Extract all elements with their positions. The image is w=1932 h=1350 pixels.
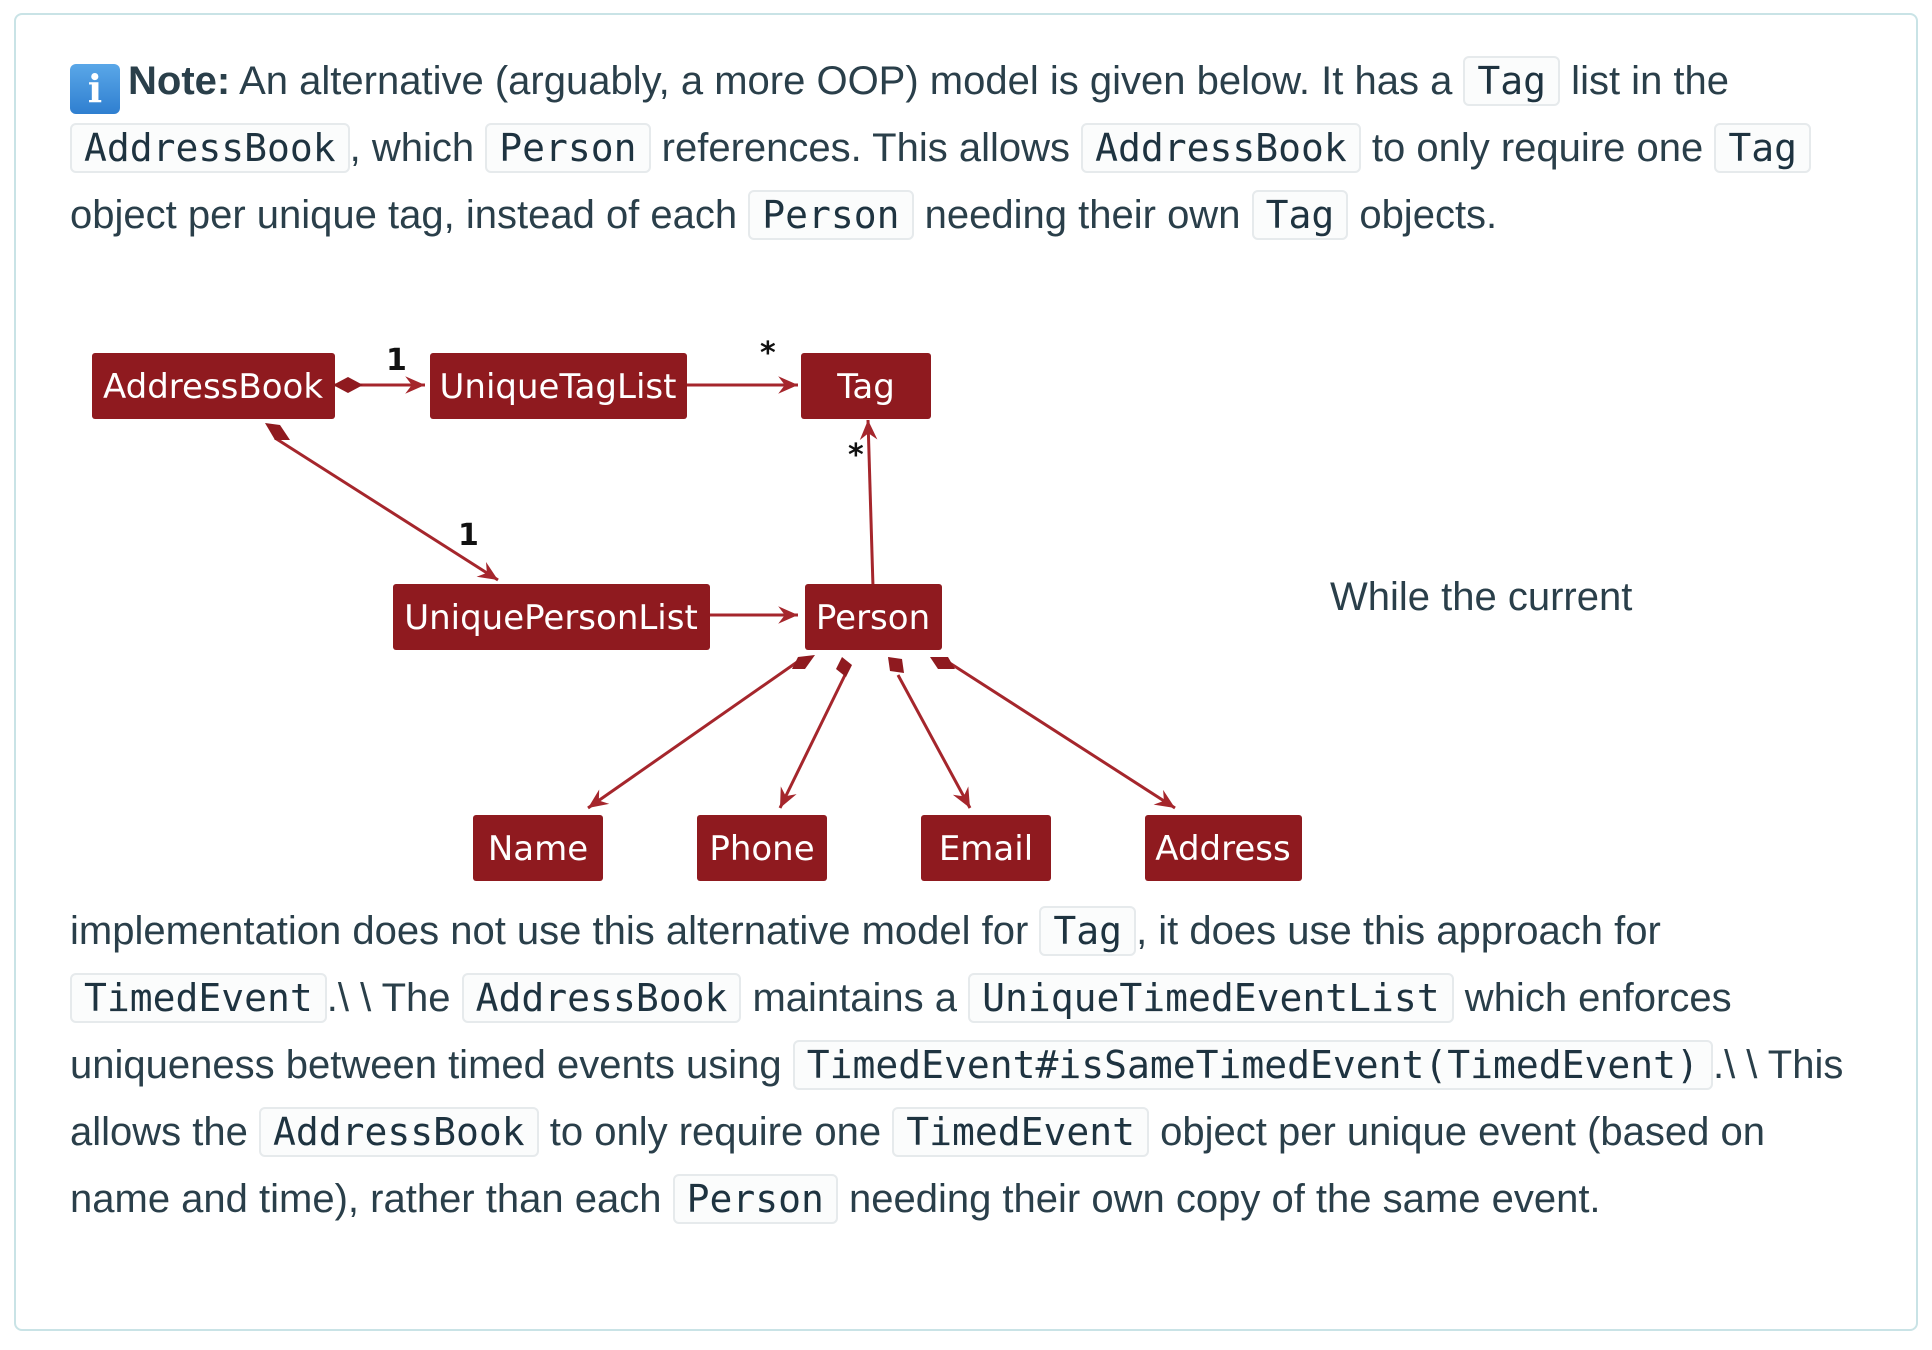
node-label: Name bbox=[488, 829, 588, 869]
node-label: Person bbox=[816, 598, 930, 638]
node-label: AddressBook bbox=[103, 367, 323, 407]
text-segment: list in the bbox=[1560, 59, 1730, 103]
code-person: Person bbox=[748, 190, 914, 240]
code-timedevent: TimedEvent bbox=[892, 1107, 1149, 1157]
edge-person-email bbox=[896, 674, 972, 809]
code-uniquetimedeventlist: UniqueTimedEventList bbox=[968, 973, 1454, 1023]
multiplicity-addressbook-personlist: 1 bbox=[458, 518, 479, 553]
node-label: UniqueTagList bbox=[440, 367, 677, 407]
code-person: Person bbox=[672, 1174, 838, 1224]
code-addressbook: AddressBook bbox=[258, 1107, 539, 1157]
edge-person-phone bbox=[778, 674, 847, 809]
text-segment: , which bbox=[349, 126, 486, 170]
edge-person-name bbox=[587, 658, 801, 810]
composition-diamond bbox=[333, 377, 363, 393]
code-tag: Tag bbox=[1251, 190, 1349, 240]
code-tag: Tag bbox=[1463, 56, 1561, 106]
info-icon: i bbox=[70, 64, 120, 114]
text-segment: needing their own bbox=[913, 193, 1252, 237]
multiplicity-addressbook-taglist: 1 bbox=[386, 343, 407, 378]
node-address: Address bbox=[1145, 815, 1302, 881]
node-email: Email bbox=[921, 815, 1051, 881]
code-person: Person bbox=[485, 123, 651, 173]
text-segment: needing their own copy of the same event… bbox=[837, 1177, 1601, 1221]
node-label: Tag bbox=[836, 367, 895, 407]
composition-diamond bbox=[888, 657, 904, 673]
edge-person-tag bbox=[859, 419, 878, 588]
multiplicity-person-tag: * bbox=[848, 438, 864, 473]
code-issametimedevent: TimedEvent#isSameTimedEvent(TimedEvent) bbox=[792, 1040, 1713, 1090]
code-tag: Tag bbox=[1714, 123, 1811, 173]
text-segment: .\ \ This allows the bbox=[70, 1043, 1844, 1154]
multiplicity-taglist-tag: * bbox=[760, 336, 776, 371]
node-tag: Tag bbox=[801, 353, 931, 419]
text-segment: to only require one bbox=[1360, 126, 1715, 170]
node-name: Name bbox=[473, 815, 603, 881]
text-segment: object per unique tag, instead of each bbox=[70, 193, 749, 237]
node-label: Address bbox=[1155, 829, 1290, 869]
text-segment: which enforces uniqueness between timed … bbox=[70, 976, 1732, 1087]
text-segment: object per unique event (based on name a… bbox=[70, 1110, 1765, 1221]
edge-person-address bbox=[944, 658, 1176, 810]
text-segment: An alternative (arguably, a more OOP) mo… bbox=[230, 59, 1464, 103]
code-addressbook: AddressBook bbox=[461, 973, 742, 1023]
node-label: Phone bbox=[709, 829, 814, 869]
code-addressbook: AddressBook bbox=[70, 123, 350, 173]
text-segment: references. This allows bbox=[650, 126, 1082, 170]
composition-diamond bbox=[930, 657, 955, 669]
node-uniquepersonlist: UniquePersonList bbox=[393, 584, 710, 650]
node-uniquetaglist: UniqueTagList bbox=[430, 353, 687, 419]
node-person: Person bbox=[805, 584, 942, 650]
composition-diamond bbox=[792, 655, 815, 669]
text-segment: to only require one bbox=[538, 1110, 893, 1154]
edge-addressbook-personlist bbox=[274, 436, 499, 582]
class-diagram: 1 * * 1 AddressBook UniqueTagList Tag Un… bbox=[92, 336, 1302, 881]
code-tag: Tag bbox=[1039, 906, 1137, 956]
node-label: UniquePersonList bbox=[404, 598, 698, 638]
text-segment: .\ \ The bbox=[326, 976, 462, 1020]
text-segment: objects. bbox=[1348, 193, 1498, 237]
text-segment: maintains a bbox=[741, 976, 969, 1020]
text-segment: , it does use this approach for bbox=[1136, 909, 1661, 953]
composition-diamond bbox=[265, 423, 290, 440]
node-addressbook: AddressBook bbox=[92, 353, 335, 419]
node-phone: Phone bbox=[697, 815, 827, 881]
composition-diamond bbox=[836, 657, 852, 677]
side-text: While the current bbox=[1330, 575, 1633, 619]
code-timedevent: TimedEvent bbox=[70, 973, 327, 1023]
note-label: Note: bbox=[128, 59, 231, 103]
node-label: Email bbox=[939, 829, 1033, 869]
note-paragraph-bottom: implementation does not use this alterna… bbox=[70, 898, 1870, 1233]
code-addressbook: AddressBook bbox=[1081, 123, 1361, 173]
text-segment: implementation does not use this alterna… bbox=[70, 909, 1040, 953]
